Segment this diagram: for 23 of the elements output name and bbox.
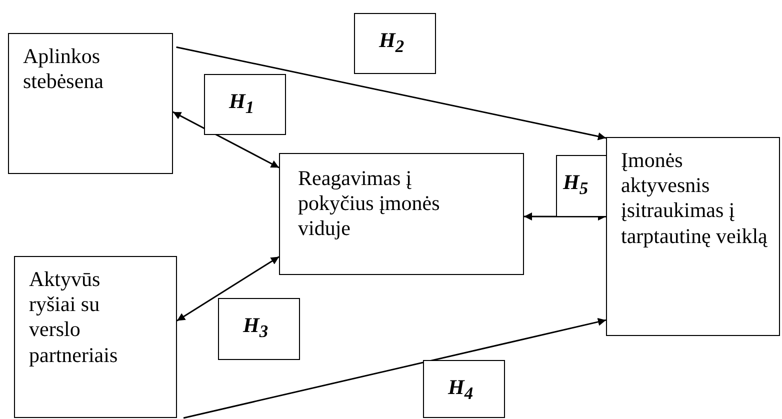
- hypothesis-label: H$_{4}$: [448, 375, 474, 404]
- box-text: Įmonės aktyvesnis įsitraukimas į tarptautinę veiklą: [621, 148, 768, 249]
- hypothesis-label: H$_{2}$: [379, 28, 406, 58]
- hypothesis-box: [354, 13, 436, 74]
- box-text: Aktyvūs ryšiai su verslo partneriais: [29, 267, 119, 368]
- arrow: [524, 212, 606, 221]
- hypothesis-box: [218, 298, 300, 360]
- box-text: Aplinkos stebėsena: [23, 44, 104, 94]
- arrow: [172, 111, 280, 168]
- factor-box: [8, 33, 173, 174]
- concept-box: [279, 153, 524, 275]
- arrow: [176, 256, 280, 322]
- hypothesis-label: H$_{3}$: [243, 313, 270, 342]
- hypothesis-box: [204, 74, 286, 135]
- factor-box: [14, 256, 177, 418]
- hypothesis-box: [423, 360, 505, 418]
- hypothesis-label: H$_{5}$: [563, 170, 590, 200]
- hypothesis-label: H$_{1}$: [229, 89, 256, 118]
- box-text: Reagavimas į pokyčius įmonės viduje: [298, 166, 441, 242]
- hypothesis-box: [556, 155, 608, 217]
- arrow: [176, 46, 606, 140]
- arrow: [183, 318, 606, 419]
- outcome-box: [606, 137, 780, 336]
